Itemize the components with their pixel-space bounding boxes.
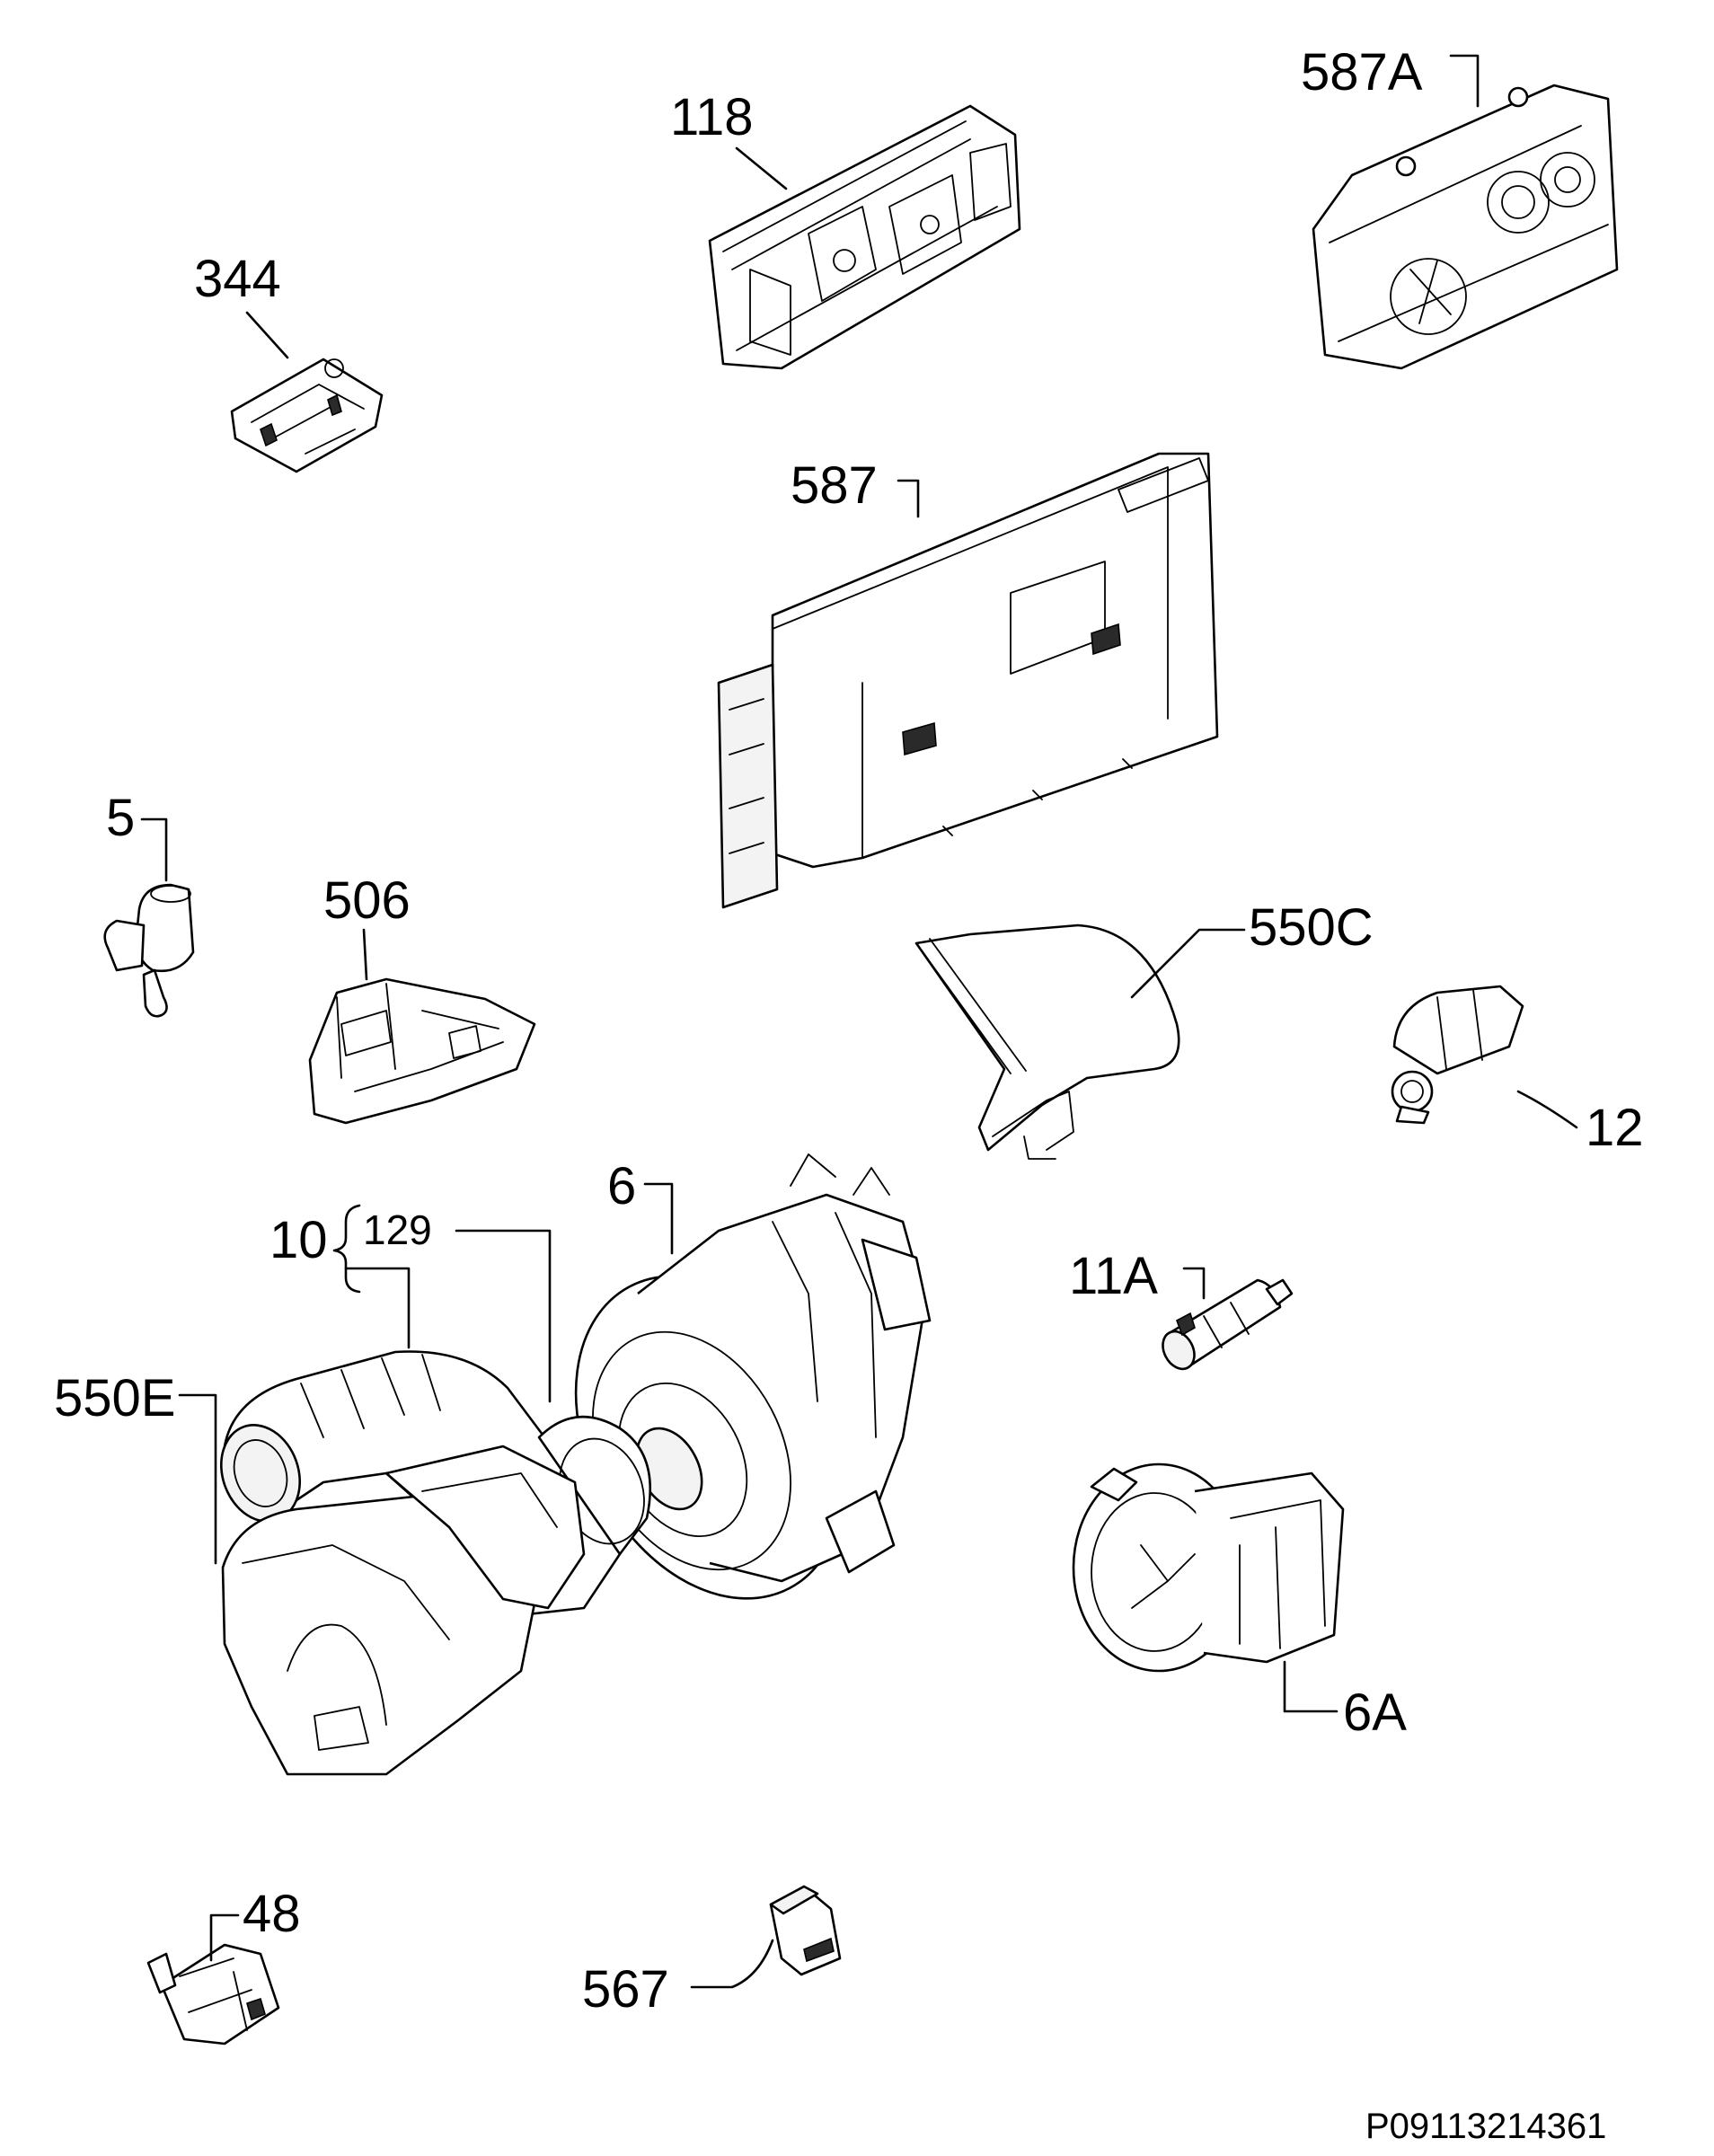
part-567-clip xyxy=(769,1885,842,1976)
label-567: 567 xyxy=(582,1960,669,2019)
leader-5 xyxy=(140,817,168,882)
brace-10 xyxy=(332,1204,361,1294)
diagram-code: P09113214361 xyxy=(1365,2107,1606,2146)
label-587: 587 xyxy=(791,456,878,515)
leader-344 xyxy=(245,311,289,359)
part-506-door-latch xyxy=(308,977,536,1125)
part-550C-cover xyxy=(914,923,1180,1160)
part-6A-drain-pump xyxy=(1072,1462,1345,1673)
label-48: 48 xyxy=(243,1885,301,1943)
leader-587A xyxy=(1449,54,1480,108)
label-6: 6 xyxy=(607,1157,636,1215)
label-10: 10 xyxy=(269,1211,328,1269)
label-129: 129 xyxy=(363,1206,432,1253)
leader-48 xyxy=(209,1913,240,1962)
leader-12 xyxy=(1516,1090,1578,1129)
label-550E: 550E xyxy=(54,1369,175,1427)
leader-550E xyxy=(178,1393,217,1565)
part-118-control-panel xyxy=(708,104,1021,370)
part-587-main-electronics xyxy=(717,452,1219,909)
part-48-sensor xyxy=(146,1943,280,2046)
part-12-pressure-sensor xyxy=(1391,985,1524,1125)
label-118: 118 xyxy=(670,88,753,146)
part-587A-electronic-module xyxy=(1312,84,1619,370)
part-5-valve xyxy=(103,883,195,1018)
part-344-microswitch xyxy=(230,358,384,473)
leader-6 xyxy=(643,1182,674,1255)
label-344: 344 xyxy=(194,250,281,308)
label-12: 12 xyxy=(1586,1099,1644,1157)
label-6A: 6A xyxy=(1343,1683,1407,1742)
leader-506 xyxy=(362,928,368,981)
leader-11A xyxy=(1182,1267,1206,1300)
leader-587 xyxy=(897,479,920,518)
leader-6A xyxy=(1283,1660,1339,1713)
label-550C: 550C xyxy=(1249,898,1374,957)
leader-550C xyxy=(1130,928,1246,999)
label-5: 5 xyxy=(106,789,135,847)
leader-129-b xyxy=(455,1229,552,1403)
part-550E-sump-housing xyxy=(221,1445,586,1776)
leader-567 xyxy=(690,1939,774,1989)
leader-118 xyxy=(735,146,788,190)
label-506: 506 xyxy=(323,871,411,930)
leader-129-a xyxy=(344,1267,411,1349)
label-587A: 587A xyxy=(1301,43,1423,102)
part-11A-component xyxy=(1162,1278,1294,1371)
label-11A: 11A xyxy=(1069,1247,1158,1305)
